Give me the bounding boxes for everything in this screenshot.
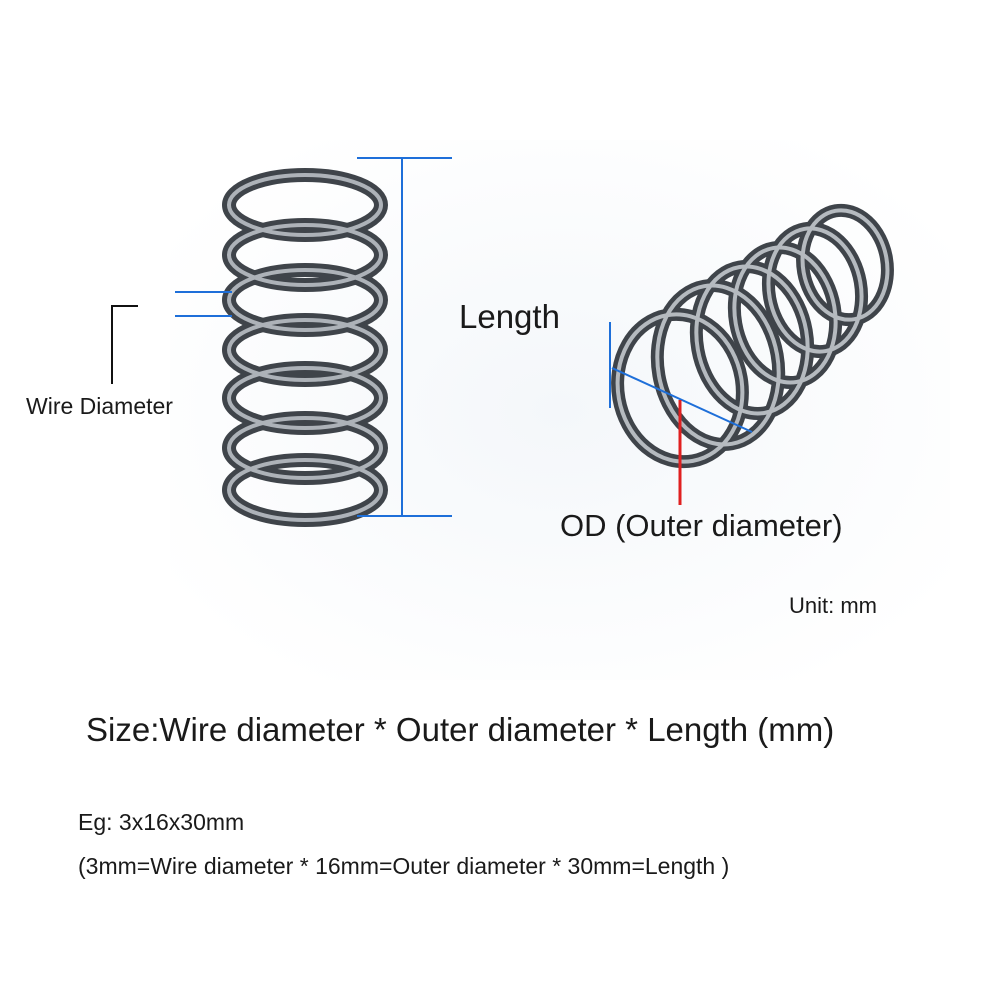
compression-spring-perspective-icon	[611, 203, 894, 469]
outer-diameter-dimension	[609, 322, 753, 505]
example-text: Eg: 3x16x30mm	[78, 809, 245, 835]
outer-diameter-label: OD (Outer diameter)	[560, 508, 843, 543]
spring-diagram	[111, 140, 950, 680]
length-label: Length	[459, 298, 560, 335]
wire-diameter-dimension	[111, 291, 232, 384]
unit-label: Unit: mm	[789, 593, 877, 618]
size-format-text: Size:Wire diameter * Outer diameter * Le…	[86, 711, 835, 748]
compression-spring-icon	[222, 168, 388, 527]
length-dimension	[357, 157, 452, 517]
explanation-text: (3mm=Wire diameter * 16mm=Outer diameter…	[78, 853, 730, 879]
wire-diameter-label: Wire Diameter	[26, 393, 173, 419]
